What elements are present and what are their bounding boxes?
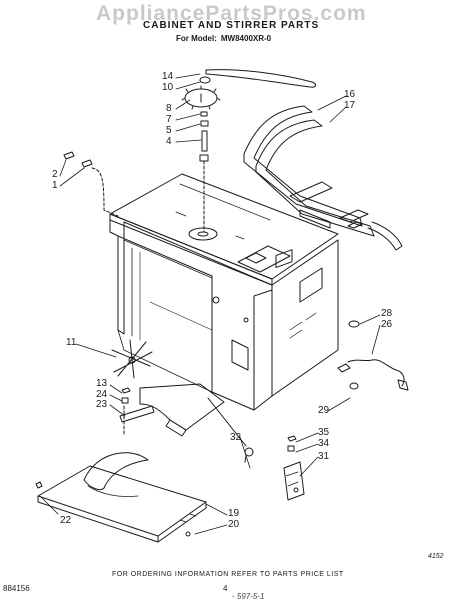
fuse-holder — [283, 435, 305, 501]
callout-11: 11 — [66, 337, 77, 348]
callout-20: 20 — [228, 519, 240, 530]
callout-35: 35 — [318, 427, 330, 438]
model-line: For Model:MW8400XR-0 — [176, 34, 275, 43]
callout-5: 5 — [166, 125, 172, 136]
callout-32: 32 — [230, 432, 242, 443]
watermark: AppliancePartsPros.com — [96, 2, 367, 25]
callout-7: 7 — [166, 114, 172, 125]
model-number: MW8400XR-0 — [220, 34, 272, 43]
callout-10: 10 — [162, 82, 174, 93]
callout-19: 19 — [228, 508, 240, 519]
diagram-title: CABINET AND STIRRER PARTS — [143, 20, 320, 31]
callout-14: 14 — [162, 71, 174, 82]
cabinet-wrapper — [109, 173, 339, 411]
stirrer-blade — [181, 85, 221, 110]
callout-4: 4 — [166, 136, 172, 147]
callout-28: 28 — [381, 308, 393, 319]
callout-24: 24 — [96, 389, 108, 400]
stirrer-cover-plate — [119, 383, 254, 463]
document-number: 884156 — [3, 584, 30, 593]
callout-17: 17 — [344, 100, 356, 111]
cabinet-base-plate — [35, 452, 207, 543]
stirrer-fan — [111, 339, 153, 379]
stirrer-belt — [205, 69, 317, 88]
callout-31: 31 — [318, 451, 330, 462]
leader-lines — [39, 73, 381, 535]
callout-1: 1 — [52, 180, 58, 191]
figure-number: 4152 — [428, 553, 444, 560]
handwritten-note: - 597-5-1 — [232, 592, 265, 601]
callout-26: 26 — [381, 319, 393, 330]
callout-23: 23 — [96, 399, 108, 410]
callout-2: 2 — [52, 169, 58, 180]
callout-8: 8 — [166, 103, 172, 114]
model-prefix: For Model: — [176, 34, 217, 43]
callout-16: 16 — [344, 89, 356, 100]
cabinet-screws — [63, 151, 119, 217]
bottom-fasteners — [121, 387, 131, 437]
callout-22: 22 — [60, 515, 72, 526]
ordering-note: FOR ORDERING INFORMATION REFER TO PARTS … — [112, 571, 344, 578]
waveguide-tubes — [243, 105, 403, 251]
stirrer-shaft-assembly — [199, 111, 209, 233]
power-cord — [337, 320, 409, 391]
page-number: 4 — [223, 584, 228, 593]
callout-13: 13 — [96, 378, 108, 389]
callout-34: 34 — [318, 438, 330, 449]
stirrer-pulley — [199, 76, 211, 84]
callout-29: 29 — [318, 405, 330, 416]
